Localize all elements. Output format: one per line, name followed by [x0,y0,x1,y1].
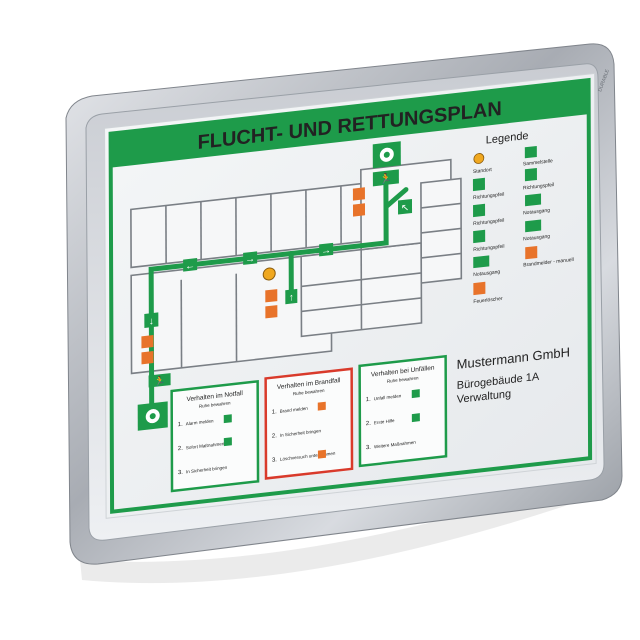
legend-label: Richtungspfeil [523,182,554,191]
box-subtitle: Ruhe bewahren [199,400,231,409]
step-label: Löschversuch unternehmen [280,451,336,462]
legend-label: Notausgang [523,234,550,243]
legend-title: Legende [486,130,529,147]
arrow-up-right-icon [524,167,537,182]
legend-label: Brandmelder - manuell [523,257,573,269]
step-label: Alarm melden [186,418,214,426]
exit-sign-left: 🏃 [148,373,171,388]
location-dot-icon [473,153,485,164]
arrow-up-icon [285,288,298,305]
exit-sign-right: 🏃 [372,169,399,187]
first-aid-icon [411,413,420,423]
arrow-up-left-icon [397,198,413,215]
step-label: In Sicherheit bringen [186,465,228,475]
step-label: In Sicherheit bringen [280,428,322,438]
legend-label: Richtungspfeil [473,244,504,253]
legend-label: Standort [473,167,492,175]
route-arrows: ← → → ↑ ↓ ↖ [144,198,413,328]
step-number: 1. [366,397,371,404]
assembly-point-icon [524,145,537,159]
step-label: Erste Hilfe [374,418,395,425]
arrow-right-icon [473,229,486,244]
emergency-exit-icon [473,255,490,269]
arrow-up-left-icon [472,177,485,192]
fire-equipment [141,187,366,365]
svg-text:🏃: 🏃 [154,375,165,387]
title-bar [110,80,589,168]
legend-label: Feuerlöscher [473,296,502,305]
step-label: Sofort Maßnahmen [186,441,225,450]
legend-label: Richtungspfeil [473,192,504,201]
svg-text:←: ← [185,260,195,272]
arrow-right-icon [243,251,258,265]
step-label: Weitere Maßnahmen [374,440,416,450]
step-number: 3. [272,457,277,464]
box-subtitle: Ruhe bewahren [387,375,419,384]
assembly-point-bottom [137,401,168,431]
legend: Legende Standort Sammelstelle Richtungsp… [472,130,574,305]
instruction-box-fire: Verhalten im Brandfall Ruhe bewahren 1. … [264,367,354,480]
instruction-box-emergency: Verhalten im Notfall Ruhe bewahren 1. Al… [170,379,260,493]
svg-text:→: → [321,245,331,257]
frame-shadow [80,470,612,584]
svg-text:↖: ↖ [401,202,409,214]
first-aid-icon [223,437,232,447]
svg-text:🏃: 🏃 [380,171,392,185]
emergency-exit-icon [525,219,542,233]
emergency-exit-icon [525,193,542,207]
fire-alarm-icon [525,245,538,260]
step-label: Brand melden [280,406,308,414]
arrow-down-icon [144,312,159,328]
step-number: 2. [272,433,277,440]
phone-icon [223,414,232,424]
fire-alarm-icon [317,401,326,411]
step-number: 2. [366,421,371,428]
step-number: 2. [178,446,183,453]
arrow-left-icon [183,258,198,272]
legend-label: Richtungspfeil [473,218,504,227]
sign: FLUCHT- UND RETTUNGSPLAN [104,72,597,519]
step-number: 3. [366,445,371,452]
svg-text:↓: ↓ [149,316,154,328]
instruction-box-accident: Verhalten bei Unfällen Ruhe bewahren 1. … [358,354,448,468]
svg-text:→: → [245,254,255,266]
arrow-down-icon [473,203,486,218]
legend-label: Notausgang [523,208,550,217]
step-label: Unfall melden [374,393,402,401]
fire-extinguisher-icon [473,281,486,296]
step-number: 1. [178,422,183,429]
step-number: 3. [178,470,183,477]
legend-label: Notausgang [473,269,500,278]
step-number: 1. [272,409,277,416]
location-dot-icon [262,267,276,281]
arrow-right-icon [319,242,334,257]
box-subtitle: Ruhe bewahren [293,388,325,397]
svg-text:↑: ↑ [289,292,294,304]
fire-extinguisher-icon [317,449,326,459]
legend-label: Sammelstelle [523,158,553,167]
phone-icon [411,389,420,399]
assembly-point-top [372,141,401,169]
